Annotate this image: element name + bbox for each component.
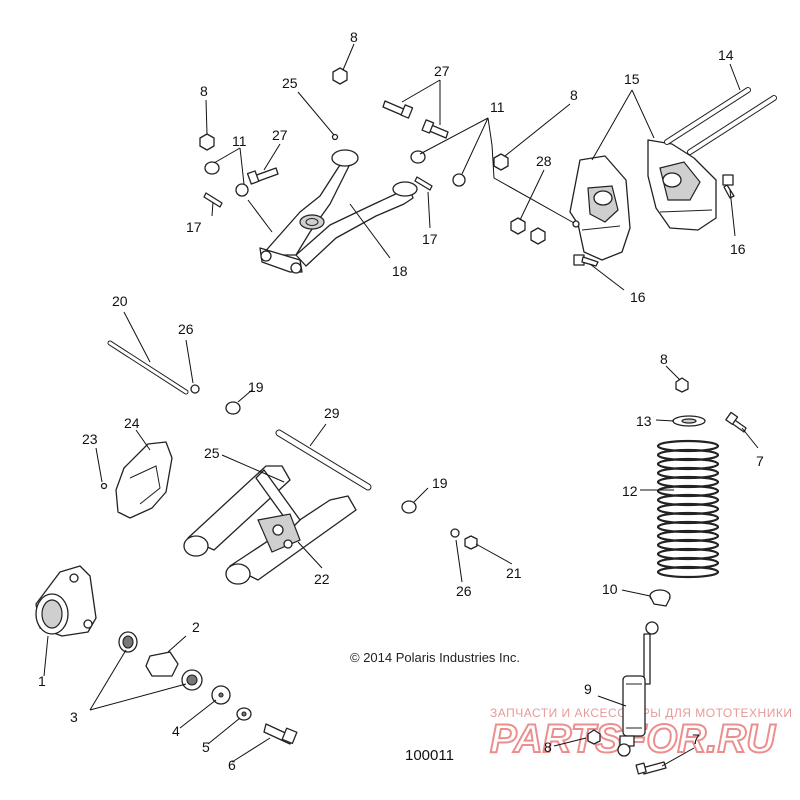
bumper-part-19 (225, 401, 417, 514)
coil-spring-part-12 (656, 439, 720, 579)
callout-12: 12 (622, 483, 638, 499)
callout-16: 16 (730, 241, 746, 257)
spring-coil (656, 565, 720, 579)
callout-17: 17 (422, 231, 438, 247)
knuckle-part-1 (35, 565, 97, 637)
callout-11: 11 (232, 133, 247, 149)
leader-lines (43, 43, 759, 767)
callout-7: 7 (756, 453, 764, 469)
callout-20: 20 (112, 293, 128, 309)
callout-28: 28 (536, 153, 552, 169)
callout-1: 1 (38, 673, 46, 689)
callout-6: 6 (228, 757, 236, 773)
callout-16: 16 (630, 289, 646, 305)
callout-19: 19 (248, 379, 264, 395)
callout-labels: 8 8 25 27 11 8 15 14 11 27 28 17 17 16 1… (38, 29, 764, 773)
document-number: 100011 (405, 747, 454, 764)
callout-27: 27 (434, 63, 450, 79)
callout-21: 21 (506, 565, 522, 581)
callout-11: 11 (490, 99, 505, 115)
callout-14: 14 (718, 47, 734, 63)
upper-a-arm-part-18 (259, 149, 418, 274)
callout-2: 2 (192, 619, 200, 635)
copyright-notice: © 2014 Polaris Industries Inc. (350, 650, 520, 665)
washers-bolt-parts-4-5-6 (211, 685, 298, 745)
callout-3: 3 (70, 709, 78, 725)
guard-part-24 (100, 441, 173, 519)
callout-19: 19 (432, 475, 448, 491)
swing-arm-part-22 (183, 465, 357, 585)
rod-part-20 (107, 340, 200, 395)
callout-8: 8 (570, 87, 578, 103)
callout-8: 8 (660, 351, 668, 367)
shaft-part-29 (275, 429, 372, 491)
callout-27: 27 (272, 127, 288, 143)
callout-26: 26 (178, 321, 194, 337)
shock-absorber-part-9 (617, 621, 659, 757)
callout-4: 4 (172, 723, 180, 739)
callout-13: 13 (636, 413, 652, 429)
callout-8: 8 (200, 83, 208, 99)
callout-25: 25 (204, 445, 220, 461)
callout-8: 8 (350, 29, 358, 45)
callout-29: 29 (324, 405, 340, 421)
bracket-left-part-15 (569, 155, 631, 261)
callout-8: 8 (544, 739, 552, 755)
bracket-right-part-15 (647, 139, 717, 231)
callout-15: 15 (624, 71, 640, 87)
callout-10: 10 (602, 581, 618, 597)
washer-nut-parts-21-26 (450, 528, 478, 550)
callout-7: 7 (692, 731, 700, 747)
callout-23: 23 (82, 431, 98, 447)
spring-seats-parts-10-13 (649, 415, 706, 607)
callout-18: 18 (392, 263, 408, 279)
shock-hardware-parts-7-8 (587, 377, 747, 775)
callout-17: 17 (186, 219, 202, 235)
bushings-parts-2-3 (118, 631, 203, 691)
callout-26: 26 (456, 583, 472, 599)
callout-9: 9 (584, 681, 592, 697)
callout-5: 5 (202, 739, 210, 755)
callout-24: 24 (124, 415, 140, 431)
callout-25: 25 (282, 75, 298, 91)
callout-22: 22 (314, 571, 330, 587)
long-bolts-part-14 (664, 87, 777, 155)
